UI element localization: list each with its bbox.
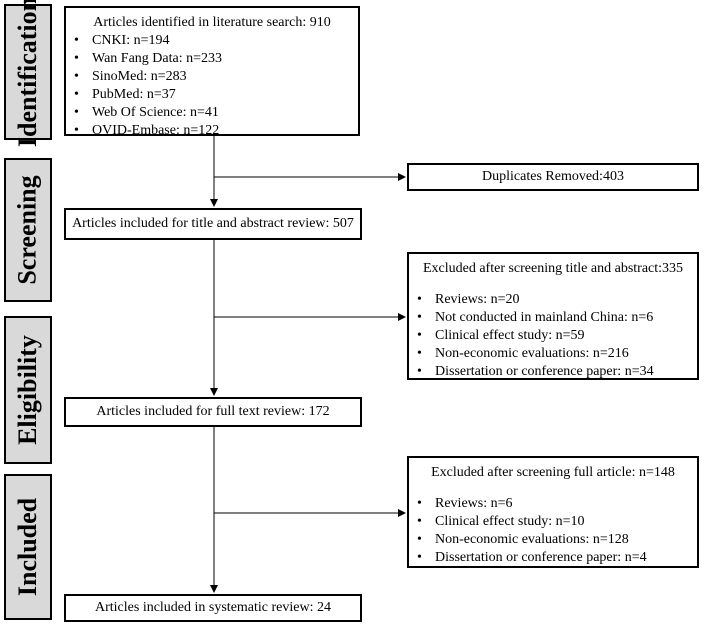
title-abstract-review-box: Articles included for title and abstract…: [64, 208, 362, 240]
title-abstract-review-text: Articles included for title and abstract…: [72, 216, 354, 231]
list-item: Dissertation or conference paper: n=34: [417, 363, 689, 381]
excluded-title-abstract-title: Excluded after screening title and abstr…: [422, 261, 684, 276]
stage-eligibility: Eligibility: [4, 316, 52, 464]
excluded-full-title: Excluded after screening full article: n…: [431, 465, 675, 480]
stage-screening: Screening: [4, 158, 52, 302]
list-item: Non-economic evaluations: n=216: [417, 345, 689, 363]
stage-included: Included: [4, 474, 52, 620]
list-item: Wan Fang Data: n=233: [74, 50, 350, 68]
list-item: Clinical effect study: n=59: [417, 327, 689, 345]
duplicates-text: Duplicates Removed:403: [482, 169, 624, 184]
systematic-review-text: Articles included in systematic review: …: [95, 600, 331, 615]
identified-title: Articles identified in literature search…: [93, 15, 331, 30]
list-item: Non-economic evaluations: n=128: [417, 531, 689, 549]
list-item: Not conducted in mainland China: n=6: [417, 309, 689, 327]
list-item: OVID-Embase: n=122: [74, 122, 350, 140]
list-item: Clinical effect study: n=10: [417, 513, 689, 531]
list-item: SinoMed: n=283: [74, 68, 350, 86]
identified-box: Articles identified in literature search…: [64, 6, 360, 140]
systematic-review-box: Articles included in systematic review: …: [64, 594, 362, 622]
excluded-title-abstract-box: Excluded after screening title and abstr…: [407, 252, 699, 381]
excluded-title-abstract-list: Reviews: n=20 Not conducted in mainland …: [417, 291, 689, 381]
list-item: Web Of Science: n=41: [74, 104, 350, 122]
duplicates-box: Duplicates Removed:403: [407, 163, 699, 191]
list-item: Reviews: n=6: [417, 495, 689, 513]
excluded-full-box: Excluded after screening full article: n…: [407, 456, 699, 568]
list-item: CNKI: n=194: [74, 32, 350, 50]
list-item: Reviews: n=20: [417, 291, 689, 309]
list-item: Dissertation or conference paper: n=4: [417, 549, 689, 567]
excluded-full-list: Reviews: n=6 Clinical effect study: n=10…: [417, 495, 689, 567]
full-text-review-text: Articles included for full text review: …: [96, 404, 330, 419]
identified-list: CNKI: n=194 Wan Fang Data: n=233 SinoMed…: [74, 32, 350, 140]
full-text-review-box: Articles included for full text review: …: [64, 397, 362, 427]
stage-identification: Identification: [4, 0, 52, 147]
list-item: PubMed: n=37: [74, 86, 350, 104]
